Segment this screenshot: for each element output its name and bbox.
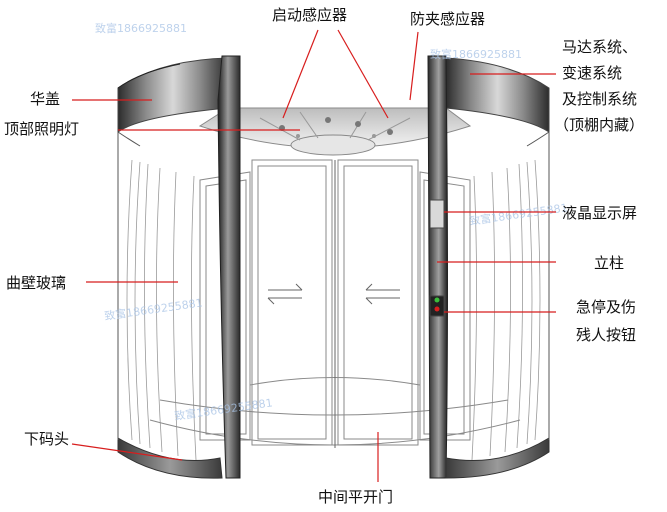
direction-arrows bbox=[267, 283, 400, 305]
label-emergency-line1: 急停及伤 bbox=[576, 298, 636, 316]
curved-glass-wall-left bbox=[126, 159, 197, 461]
watermark-3: 致富18669255881 bbox=[468, 200, 568, 228]
green-button-icon bbox=[434, 297, 440, 303]
column-right bbox=[427, 55, 448, 479]
outer-walls bbox=[117, 132, 550, 440]
label-ceiling-light: 顶部照明灯 bbox=[4, 120, 79, 138]
label-bottom-trim: 下码头 bbox=[24, 430, 69, 448]
label-motor-line3: 及控制系统 bbox=[562, 90, 637, 108]
watermark-1: 致富1866925881 bbox=[95, 21, 187, 35]
label-lcd: 液晶显示屏 bbox=[562, 204, 637, 222]
bottom-trim bbox=[117, 437, 550, 479]
label-motor-line2: 变速系统 bbox=[562, 64, 622, 82]
labels: 启动感应器 防夹感应器 华盖 马达系统、 变速系统 及控制系统 （顶棚内藏） 顶… bbox=[4, 6, 644, 506]
red-button-icon bbox=[434, 306, 440, 312]
column-left bbox=[217, 55, 241, 479]
label-column: 立柱 bbox=[594, 254, 624, 272]
leader-lines bbox=[71, 29, 556, 482]
label-canopy: 华盖 bbox=[30, 90, 60, 108]
lcd-screen bbox=[429, 199, 445, 229]
label-motor-line1: 马达系统、 bbox=[562, 38, 637, 56]
emergency-button-panel bbox=[429, 295, 445, 317]
label-motor-line4: （顶棚内藏） bbox=[554, 116, 644, 134]
curved-glass-wall-right bbox=[471, 159, 541, 461]
label-anti-pinch-sensor: 防夹感应器 bbox=[410, 10, 485, 28]
label-start-sensor: 启动感应器 bbox=[272, 6, 347, 24]
label-center-door: 中间平开门 bbox=[318, 488, 393, 506]
watermark-2: 致富1866925881 bbox=[430, 47, 522, 61]
label-curved-glass: 曲壁玻璃 bbox=[6, 274, 66, 292]
label-emergency-line2: 残人按钮 bbox=[576, 326, 636, 344]
